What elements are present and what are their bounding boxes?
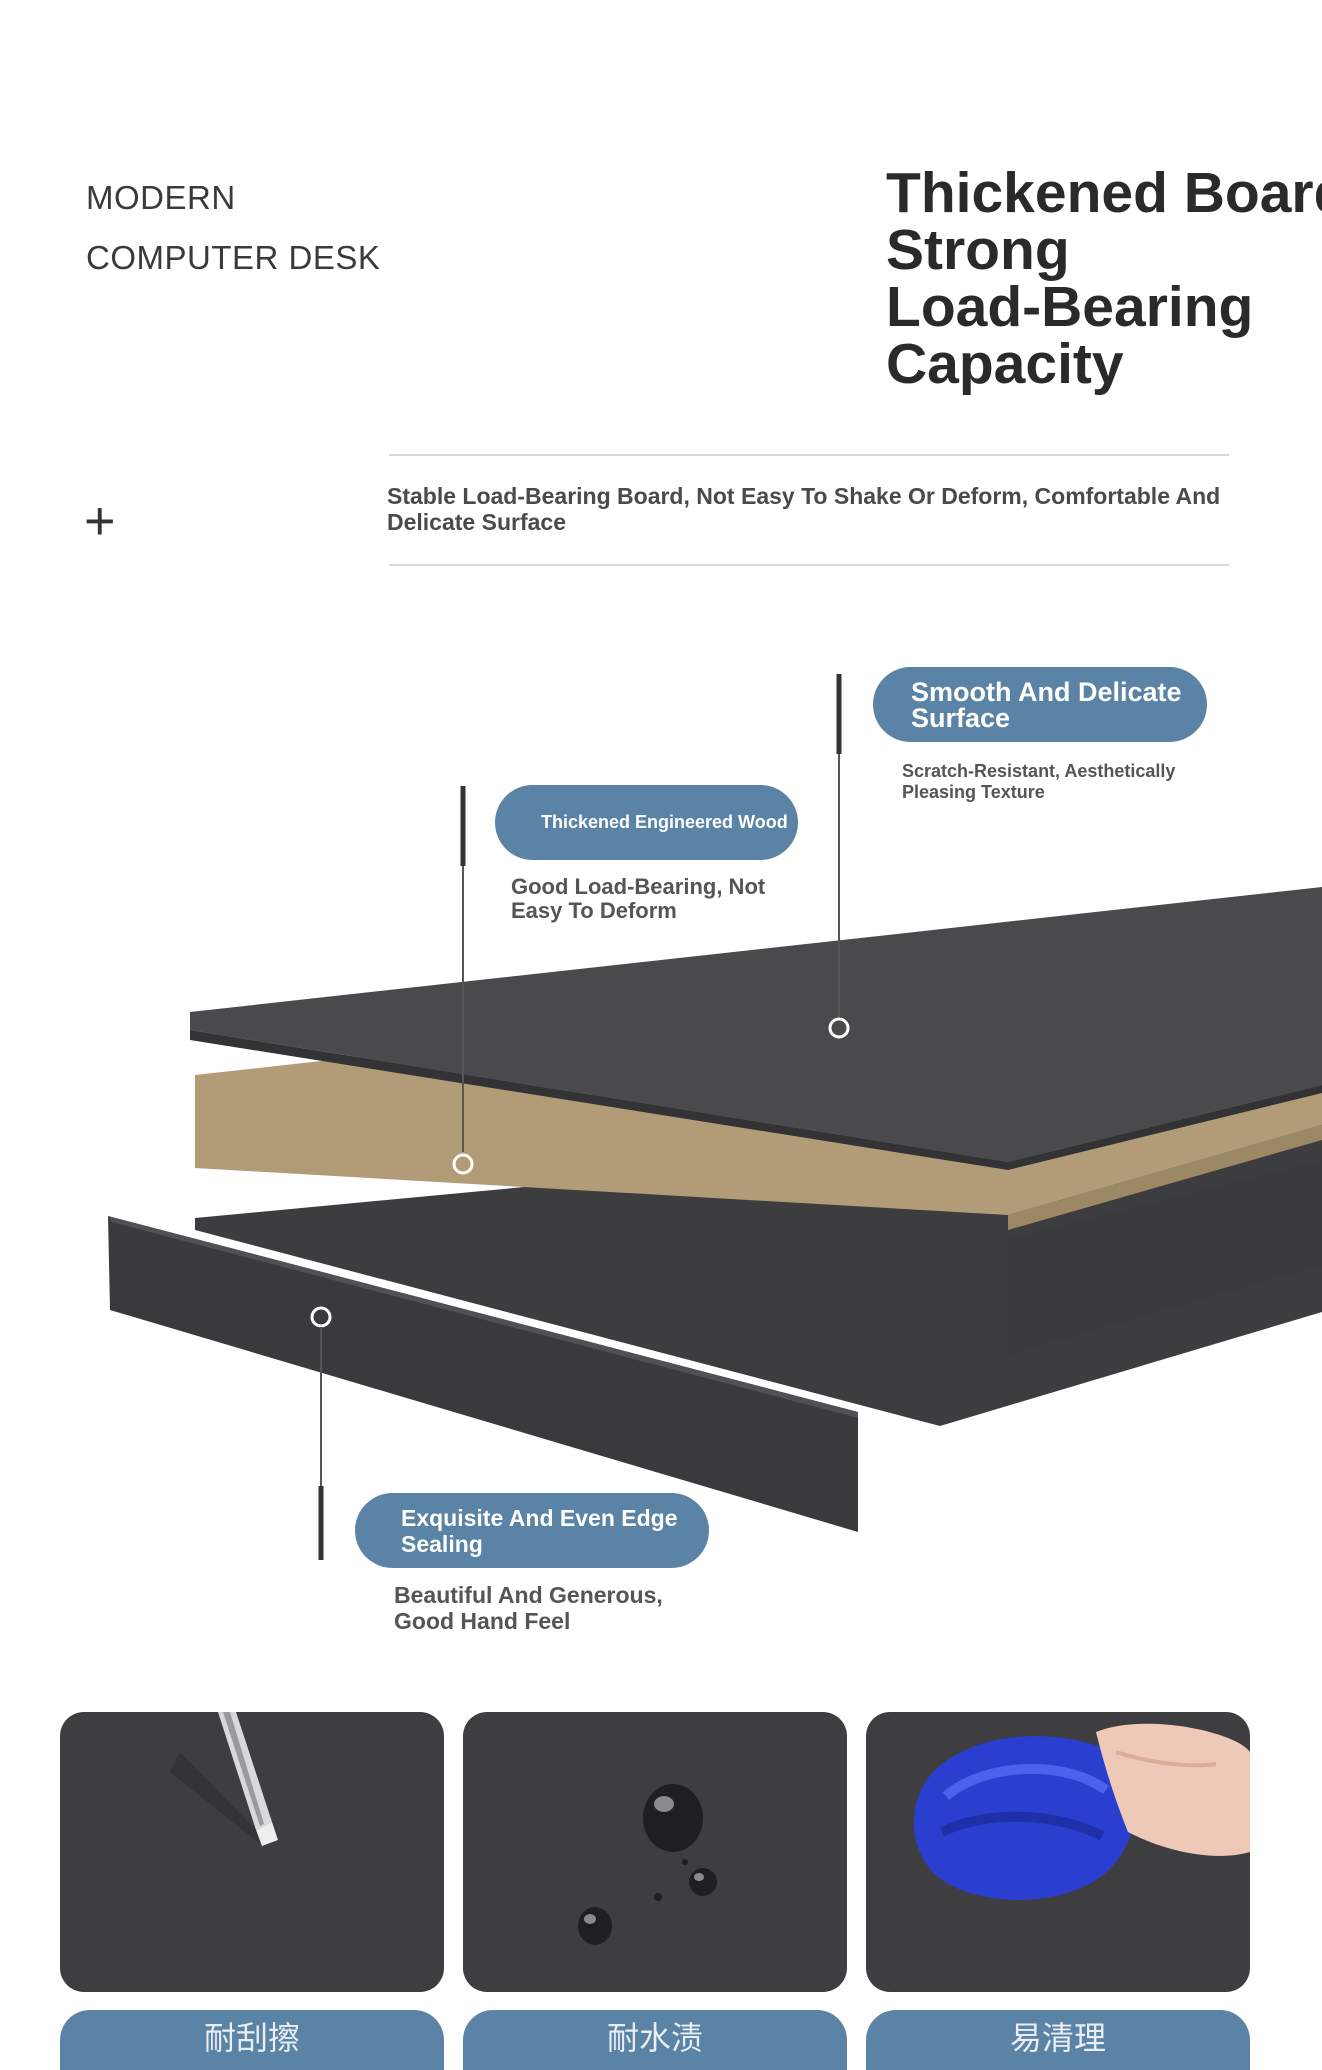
- top-board-layer: [190, 887, 1322, 1162]
- water-drops-icon: [578, 1784, 717, 1945]
- front-edge-strip: [108, 1216, 858, 1532]
- divider-top: [389, 454, 1229, 456]
- headline-line-3: Load-Bearing: [886, 275, 1254, 339]
- feature-tile-clean: [866, 1712, 1250, 1992]
- brand-line-2: COMPUTER DESK: [86, 239, 381, 276]
- feature-label-scratch: 耐刮擦: [60, 2010, 444, 2070]
- hotspot-core: [452, 1153, 474, 1175]
- callout-note-surface: Scratch-Resistant, Aesthetically Pleasin…: [902, 761, 1176, 802]
- headline: Thickened Board, Strong Load-Bearing Cap…: [886, 165, 1322, 393]
- feature-tile-water: [463, 1712, 847, 1992]
- callout-note-wood: Good Load-Bearing, Not Easy To Deform: [511, 874, 766, 923]
- headline-line-1: Thickened Board,: [886, 161, 1322, 225]
- callout-label-surface: Smooth And Delicate Surface: [873, 667, 1207, 742]
- feature-label-clean: 易清理: [866, 2010, 1250, 2070]
- plus-icon: +: [84, 491, 116, 551]
- headline-line-2: Strong: [886, 218, 1070, 282]
- callout-note-edge: Beautiful And Generous, Good Hand Feel: [394, 1582, 663, 1634]
- subheading: Stable Load-Bearing Board, Not Easy To S…: [387, 483, 1221, 535]
- feature-label-water: 耐水渍: [463, 2010, 847, 2070]
- divider-bottom: [389, 564, 1229, 566]
- hotspot-surface: [828, 1017, 850, 1039]
- callout-label-edge: Exquisite And Even Edge Sealing: [355, 1493, 709, 1568]
- brand-title: MODERN COMPUTER DESK: [86, 168, 380, 288]
- cleaning-cloth-icon: [913, 1723, 1250, 1900]
- board-layers-illustration: [108, 674, 1322, 1560]
- callout-label-wood: Thickened Engineered Wood: [495, 785, 798, 860]
- feature-tile-scratch: [60, 1712, 444, 1992]
- hotspot-edge: [310, 1306, 332, 1328]
- brand-line-1: MODERN: [86, 179, 236, 216]
- side-edge-band: [1008, 1160, 1322, 1355]
- headline-line-4: Capacity: [886, 332, 1124, 396]
- screwdriver-icon: [170, 1712, 278, 1846]
